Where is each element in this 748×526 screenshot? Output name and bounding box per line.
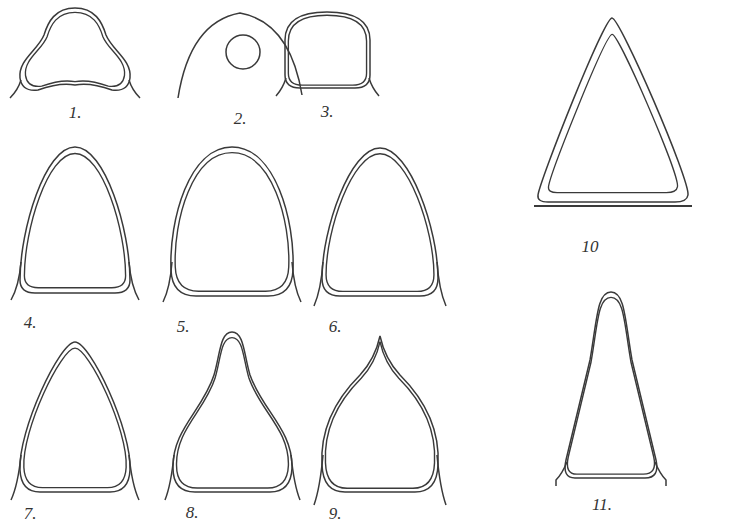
figure-number: 11.	[592, 496, 612, 513]
figure-number: 3.	[321, 103, 334, 120]
figure-number: 6.	[329, 318, 342, 335]
figure-number: 5.	[177, 318, 190, 335]
figure-number: 4.	[24, 314, 37, 331]
figure-number: 10	[582, 238, 599, 255]
figure-number: 9.	[329, 505, 342, 522]
figure-number: 1.	[69, 104, 82, 121]
figure-number: 2.	[234, 110, 247, 127]
figure-number: 7.	[24, 505, 37, 522]
figure-number: 8.	[186, 504, 199, 521]
